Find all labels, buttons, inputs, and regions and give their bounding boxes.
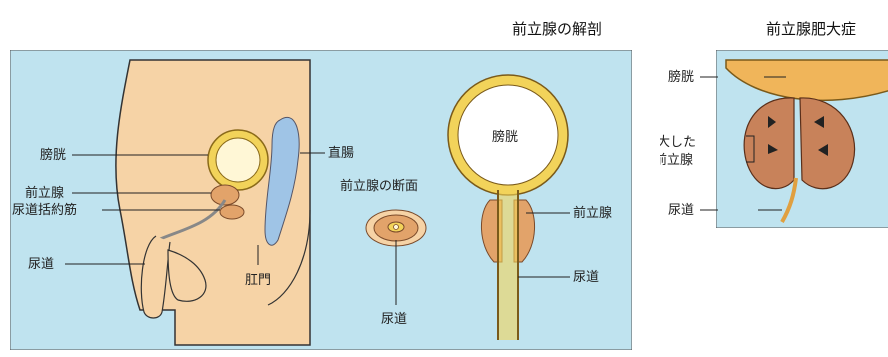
bph-panel: 膀胱 (716, 50, 888, 228)
bph-label-enlarged-2: 前立腺 (660, 152, 693, 168)
coronal-urethra-label: 尿道 (573, 270, 599, 285)
bph-label-bladder: 膀胱 (668, 69, 694, 85)
cross-section-title: 前立腺の断面 (340, 178, 418, 194)
bph-label-enlarged-1: 肥大した (660, 135, 696, 150)
label-urethra: 尿道 (28, 257, 54, 272)
coronal-urethra-fill (499, 190, 517, 340)
cross-urethra-label: 尿道 (381, 312, 407, 327)
label-anus: 肛門 (245, 273, 271, 288)
cross-section-lumen (394, 225, 399, 230)
bph-title: 前立腺肥大症 (766, 18, 856, 39)
anatomy-panel: 膀胱 前立腺 尿道括約筋 尿道 直腸 肛門 前立腺の断面 尿道 膀胱 (10, 50, 632, 350)
sphincter-side (220, 205, 244, 219)
label-prostate: 前立腺 (25, 185, 64, 201)
coronal-bladder-label: 膀胱 (492, 129, 518, 145)
label-sphincter: 尿道括約筋 (12, 202, 77, 218)
label-bladder: 膀胱 (40, 147, 66, 163)
anatomy-title: 前立腺の解剖 (512, 18, 602, 39)
coronal-prostate-label: 前立腺 (573, 205, 612, 221)
label-rectum: 直腸 (328, 146, 354, 161)
bph-label-urethra: 尿道 (668, 203, 694, 218)
bladder-lumen (216, 138, 260, 182)
bph-labels: 膀胱 肥大した 前立腺 尿道 (660, 50, 720, 230)
